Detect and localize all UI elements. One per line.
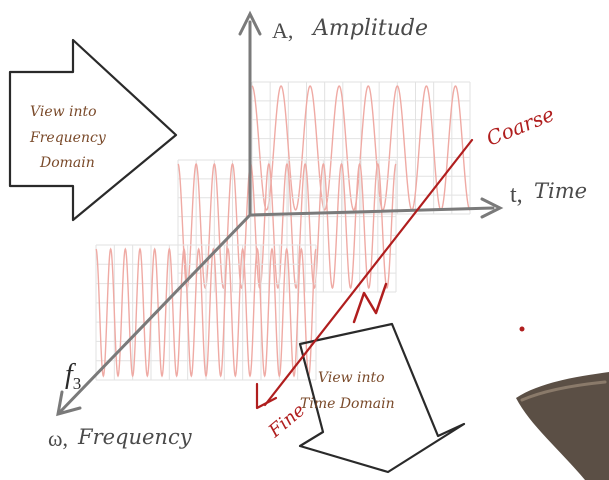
middle-wave-panel [177,159,397,293]
f3-subscript: 3 [73,374,82,393]
coarse-label: Coarse [483,102,558,151]
amplitude-axis-arrowhead [238,10,262,36]
front-wave-panel [95,244,317,381]
coarse-fine-annotation [255,138,474,410]
front-sine-wave [95,247,317,378]
frequency-axis [58,213,252,414]
f3-label: f3 [65,359,81,393]
frequency-axis-arrowhead [56,390,82,417]
time-axis-arrowhead [480,197,504,219]
frequency-label: Frequency [77,425,193,449]
back-sine-wave [251,85,471,211]
time-symbol: t, [510,182,523,208]
pen-body [516,372,609,480]
frequency-view-line-1: View into [30,104,97,120]
frequency-view-arrow-shape [8,38,178,222]
time-view-line-2: Time Domain [300,396,395,412]
amplitude-symbol: A, [272,18,293,43]
f3-base: f [65,359,76,390]
coarse-fine-line [263,138,474,407]
frequency-view-line-2: Frequency [29,130,107,146]
pen-tip [516,372,609,480]
n-mark [352,282,388,324]
time-view-arrow-shape [298,322,466,474]
amplitude-label: Amplitude [311,16,428,41]
time-label: Time [534,179,587,203]
fine-arrowhead [255,382,278,410]
pen-highlight [520,380,607,402]
frequency-view-arrow: View into Frequency Domain [8,38,178,222]
red-dot [519,326,525,332]
frequency-view-line-3: Domain [39,155,95,171]
time-axis [248,206,495,217]
time-view-line-1: View into [318,370,385,386]
axes [56,10,504,417]
middle-sine-wave [177,162,397,290]
time-view-arrow: View into Time Domain [298,322,466,474]
frequency-symbol: ω, [48,426,68,451]
